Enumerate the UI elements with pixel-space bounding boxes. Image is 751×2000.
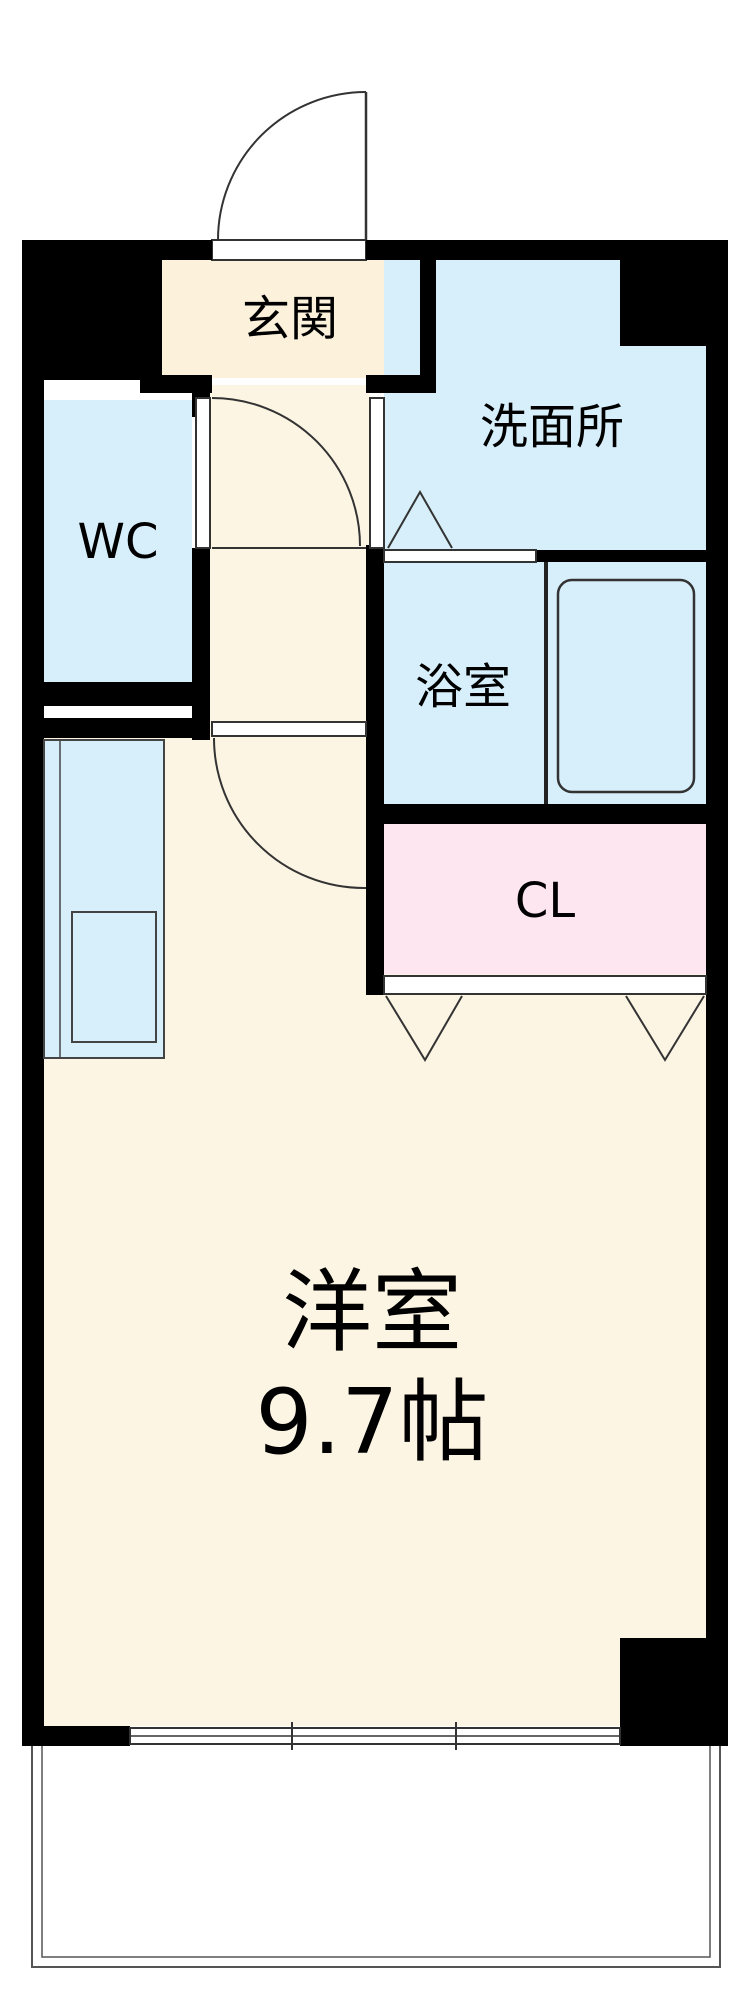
- hallway-floor: [210, 385, 370, 740]
- room-door: [211, 721, 367, 889]
- bath-label: 浴室: [415, 659, 511, 715]
- bathtub: [556, 578, 696, 794]
- entrance-label: 玄関: [242, 291, 338, 347]
- closet-label: CL: [515, 873, 576, 929]
- western-room-label: 洋室: [282, 1260, 462, 1365]
- kitchen-sink: [71, 911, 157, 1043]
- wc-floor: [44, 400, 192, 682]
- exterior-walls: [22, 240, 728, 1746]
- washroom-door: [369, 397, 453, 549]
- western-room-size: 9.7帖: [255, 1370, 488, 1475]
- wc-door: [195, 397, 366, 549]
- interior-walls: [22, 240, 728, 995]
- washroom-label: 洗面所: [480, 399, 624, 455]
- closet-doors: [383, 975, 707, 1062]
- kitchen-counter: [43, 739, 165, 1059]
- balcony: [31, 1741, 721, 1968]
- entrance-floor: [162, 260, 420, 378]
- wc-label: WC: [78, 514, 159, 570]
- front-door: [162, 91, 420, 261]
- closet-floor: [384, 824, 706, 974]
- window-south: [129, 1722, 621, 1750]
- bath-door: [383, 549, 537, 563]
